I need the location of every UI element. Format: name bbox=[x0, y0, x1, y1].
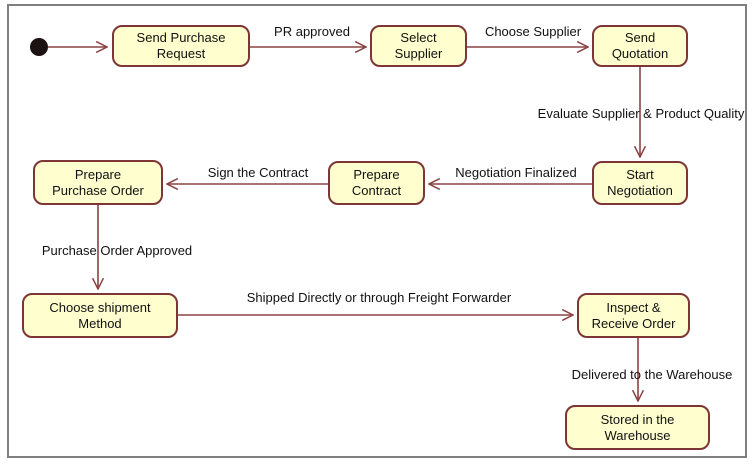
node-prepare-purchase-order: Prepare Purchase Order bbox=[33, 160, 163, 205]
node-choose-shipment-method: Choose shipment Method bbox=[22, 293, 178, 338]
edge-label-pr-approved: PR approved bbox=[274, 24, 350, 39]
node-send-quotation: Send Quotation bbox=[592, 25, 688, 67]
initial-state-node bbox=[30, 38, 48, 56]
node-inspect-receive-order: Inspect & Receive Order bbox=[577, 293, 690, 338]
diagram-frame bbox=[7, 4, 747, 458]
edge-label-sign-the-contract: Sign the Contract bbox=[207, 165, 309, 180]
edge-label-delivered-to-warehouse: Delivered to the Warehouse bbox=[571, 367, 733, 382]
node-start-negotiation: Start Negotiation bbox=[592, 161, 688, 205]
node-prepare-contract: Prepare Contract bbox=[328, 161, 425, 205]
edge-label-choose-supplier: Choose Supplier bbox=[484, 24, 582, 39]
node-stored-in-warehouse: Stored in the Warehouse bbox=[565, 405, 710, 450]
edge-label-negotiation-finalized: Negotiation Finalized bbox=[455, 165, 577, 180]
node-select-supplier: Select Supplier bbox=[370, 25, 467, 67]
edge-label-shipped-directly: Shipped Directly or through Freight Forw… bbox=[246, 290, 512, 305]
node-send-purchase-request: Send Purchase Request bbox=[112, 25, 250, 67]
edge-label-purchase-order-approved: Purchase Order Approved bbox=[41, 243, 193, 258]
edge-label-evaluate-supplier: Evaluate Supplier & Product Quality bbox=[537, 106, 745, 121]
